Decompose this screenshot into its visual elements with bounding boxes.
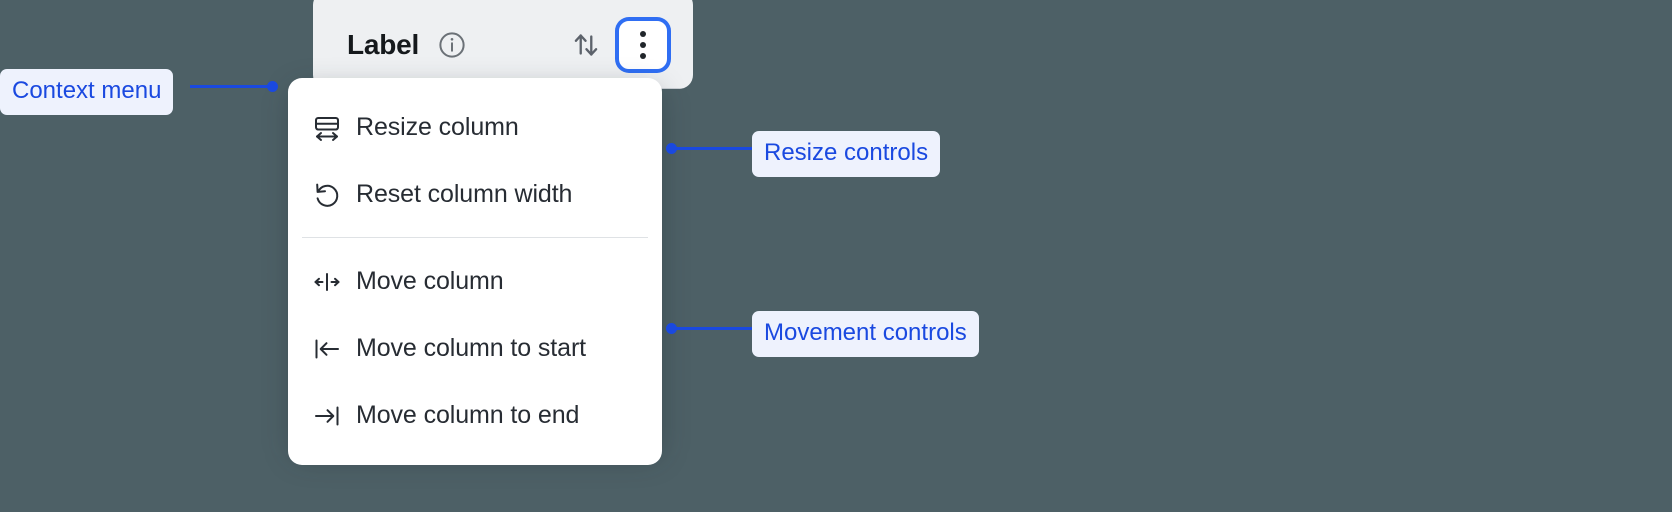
annotation-label-resize-controls: Resize controls: [752, 131, 941, 177]
resize-column-icon: [310, 111, 344, 145]
annotation-leader-line-movement-controls: [674, 327, 754, 330]
menu-divider: [302, 237, 648, 238]
menu-item-move-column-to-end[interactable]: Move column to end: [288, 382, 662, 449]
menu-item-reset-column-width[interactable]: Reset column width: [288, 161, 662, 228]
annotation-label-context-menu: Context menu: [0, 69, 174, 115]
menu-item-move-column[interactable]: Move column: [288, 248, 662, 315]
table-column-header-card: Label: [313, 0, 693, 89]
move-to-start-icon: [310, 332, 344, 366]
menu-item-move-column-to-start[interactable]: Move column to start: [288, 315, 662, 382]
menu-item-label: Move column: [356, 267, 504, 295]
column-menu-button[interactable]: [619, 20, 667, 69]
annotation-anchor-dot-context-menu: [267, 81, 278, 92]
annotation-leader-line-resize-controls: [674, 147, 754, 150]
kebab-vertical-icon: [640, 30, 646, 37]
menu-item-label: Move column to end: [356, 401, 580, 429]
menu-item-label: Reset column width: [356, 180, 573, 208]
move-column-icon: [310, 265, 344, 299]
annotation-anchor-dot-movement-controls: [666, 323, 677, 334]
column-context-menu: Resize column Reset column width: [288, 78, 662, 465]
annotation-label-movement-controls: Movement controls: [752, 311, 979, 357]
info-circle-icon[interactable]: [437, 30, 467, 60]
annotation-leader-line-context-menu: [190, 85, 272, 88]
annotation-anchor-dot-resize-controls: [666, 143, 677, 154]
sort-up-down-icon[interactable]: [567, 26, 605, 64]
menu-item-label: Move column to start: [356, 334, 587, 362]
menu-item-resize-column[interactable]: Resize column: [288, 94, 662, 161]
menu-item-label: Resize column: [356, 113, 519, 141]
column-header-row: Label: [313, 0, 693, 89]
page-title: Label: [347, 28, 420, 60]
kebab-vertical-icon: [640, 41, 646, 48]
reset-width-icon: [310, 178, 344, 212]
kebab-vertical-icon: [640, 52, 646, 59]
move-to-end-icon: [310, 399, 344, 433]
